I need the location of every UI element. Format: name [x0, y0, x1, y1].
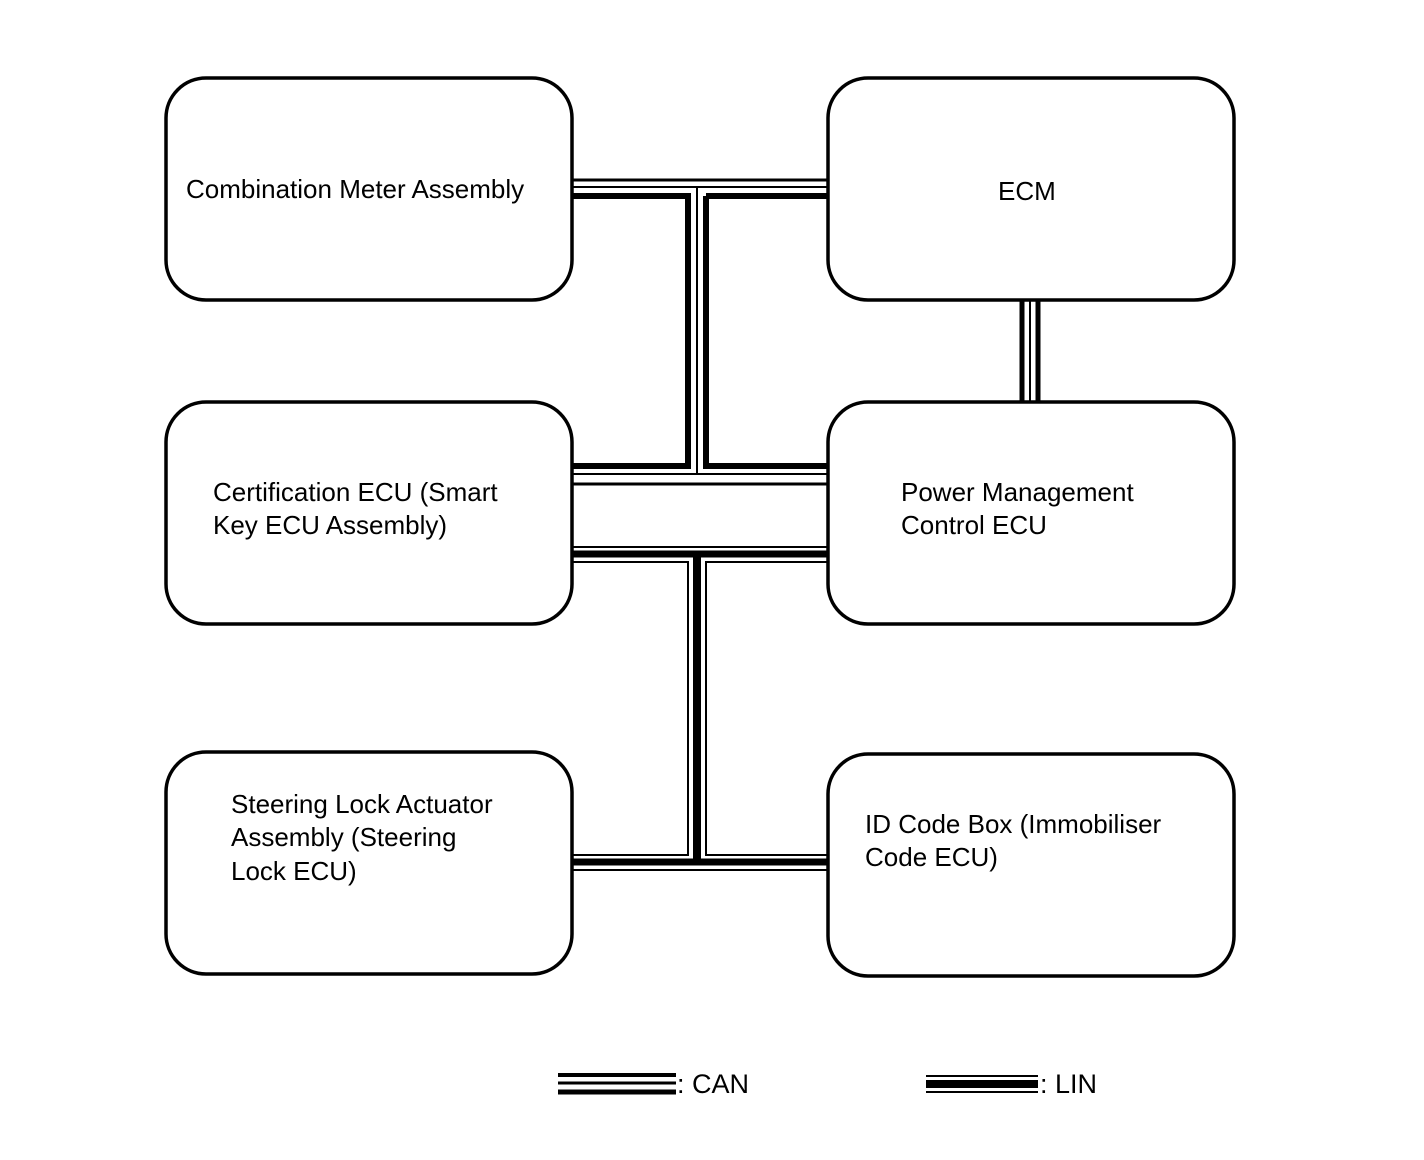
can-wire-meter-ecm [572, 178, 828, 188]
node-label: Steering Lock Actuator [231, 789, 493, 819]
node-label: Code ECU) [865, 842, 998, 872]
legend-can-label: : CAN [677, 1069, 749, 1099]
node-label: Combination Meter Assembly [186, 174, 524, 204]
node-label: Power Management [901, 477, 1134, 507]
node-label: Certification ECU (Smart [213, 477, 498, 507]
legend-lin: : LIN [926, 1069, 1097, 1099]
legend-lin-label: : LIN [1040, 1069, 1097, 1099]
legend: : CAN : LIN [558, 1069, 1097, 1099]
node-power-management: Power Management Control ECU [826, 400, 1236, 626]
node-label: Key ECU Assembly) [213, 510, 447, 540]
node-label: Assembly (Steering [231, 822, 456, 852]
node-steering-lock: Steering Lock Actuator Assembly (Steerin… [164, 750, 574, 976]
can-wire-left-loop [572, 187, 828, 475]
lin-wire-cert-power [572, 546, 828, 558]
node-label: Control ECU [901, 510, 1047, 540]
node-combination-meter: Combination Meter Assembly [164, 76, 574, 302]
lin-wire-lower-loop [572, 554, 828, 871]
can-wire-ecm-power [1019, 300, 1041, 402]
node-label: ID Code Box (Immobiliser [865, 809, 1162, 839]
node-label: Lock ECU) [231, 856, 357, 886]
node-label: ECM [998, 176, 1056, 206]
node-certification-ecu: Certification ECU (Smart Key ECU Assembl… [164, 400, 574, 626]
legend-can: : CAN [558, 1069, 749, 1099]
node-ecm: ECM [826, 76, 1236, 302]
node-id-code-box: ID Code Box (Immobiliser Code ECU) [826, 752, 1236, 978]
